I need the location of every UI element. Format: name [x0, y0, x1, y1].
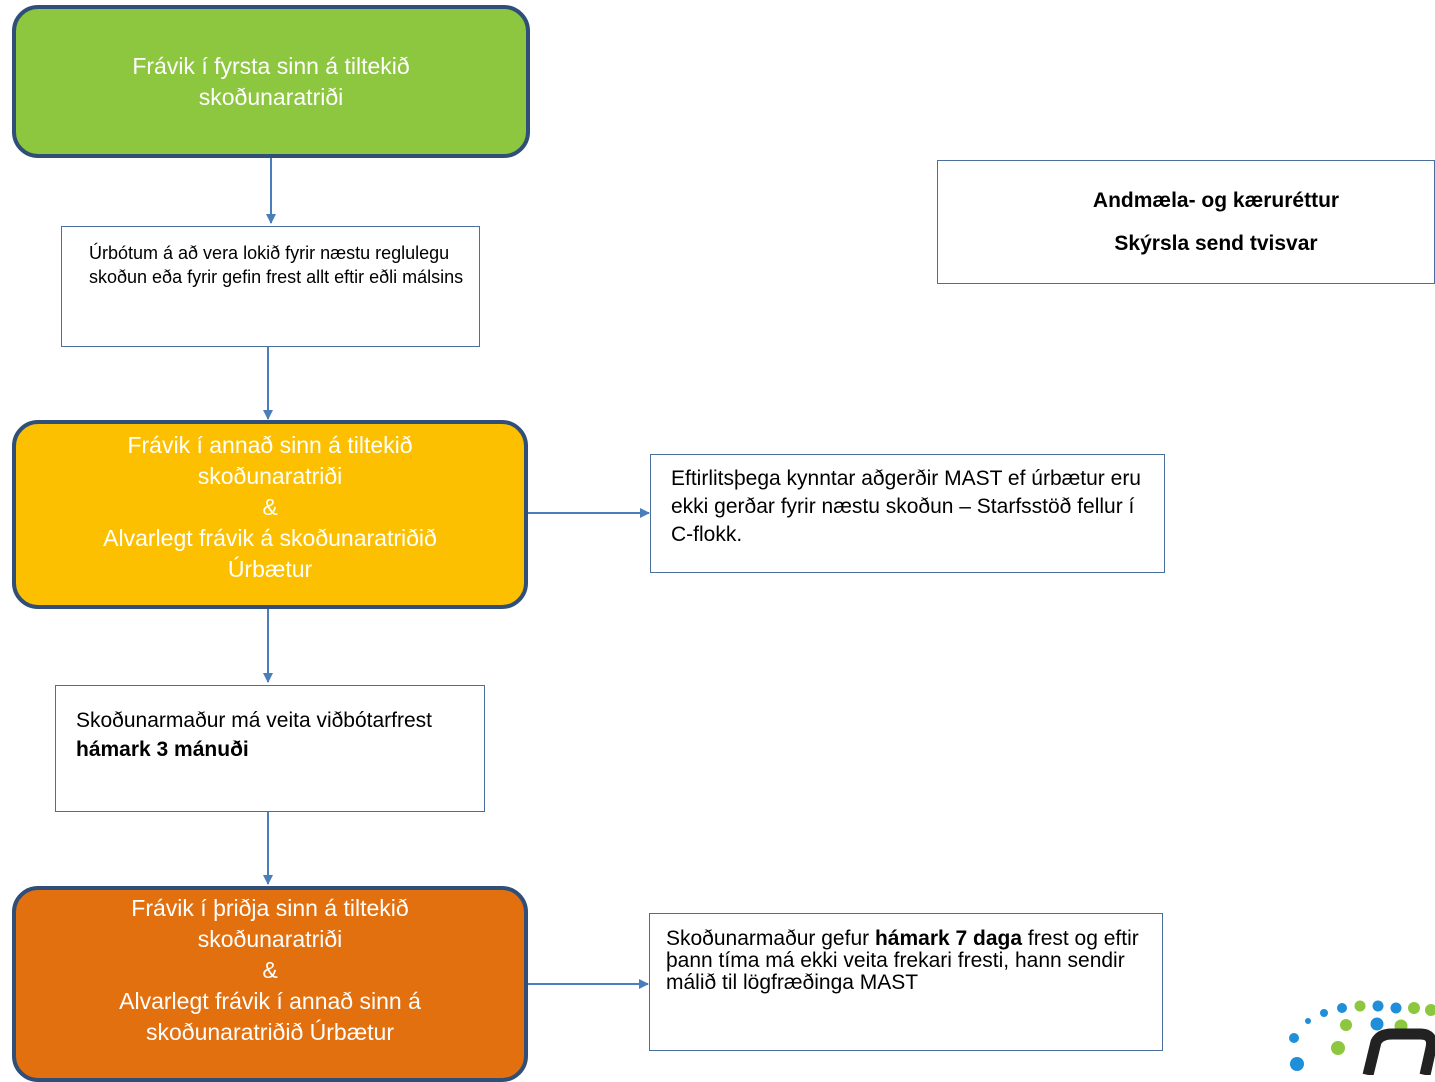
step2-box: Frávik í annað sinn á tiltekið skoðunara… [12, 420, 528, 609]
rights-line1: Andmæla- og kæruréttur [1092, 189, 1340, 212]
logo [1280, 1000, 1435, 1075]
step3-line2: skoðunaratriði [197, 926, 343, 952]
step3-ampersand: & [262, 957, 278, 983]
step2-line1: Frávik í annað sinn á tiltekið [127, 432, 413, 458]
step1-box: Frávik í fyrsta sinn á tiltekið skoðunar… [12, 5, 530, 158]
step2-ampersand: & [262, 494, 278, 520]
step3-line1: Frávik í þriðja sinn á tiltekið [131, 895, 409, 921]
note2-text: Skoðunarmaður má veita viðbótarfrest [76, 709, 433, 732]
note2-box: Skoðunarmaður má veita viðbótarfrest hám… [55, 685, 485, 812]
step2-line4: Úrbætur [227, 556, 313, 582]
step3-line4: skoðunaratriðið Úrbætur [145, 1019, 394, 1045]
note2-bold: hámark 3 mánuði [76, 738, 249, 761]
step2-line2: skoðunaratriði [197, 463, 343, 489]
side3-text-b: frest og eftir þann tíma má ekki veita f… [666, 927, 1139, 994]
side2-box: Eftirlitsþega kynntar aðgerðir MAST ef ú… [650, 454, 1165, 573]
note1-text: Úrbótum á að vera lokið fyrir næstu regl… [89, 243, 464, 287]
step3-line3: Alvarlegt frávik í annað sinn á [119, 988, 421, 1014]
step1-line1: Frávik í fyrsta sinn á tiltekið [132, 52, 410, 79]
side3-bold: hámark 7 daga [874, 927, 1023, 950]
step3-box: Frávik í þriðja sinn á tiltekið skoðunar… [12, 886, 528, 1082]
step1-line2: skoðunaratriði [198, 83, 344, 110]
step2-line3: Alvarlegt frávik á skoðunaratriðið [103, 525, 437, 551]
side3-box: Skoðunarmaður gefur hámark 7 daga frest … [649, 913, 1163, 1051]
side2-text: Eftirlitsþega kynntar aðgerðir MAST ef ú… [671, 467, 1141, 546]
rights-box: Andmæla- og kæruréttur Skýrsla send tvis… [937, 160, 1435, 284]
side3-text-a: Skoðunarmaður gefur [666, 927, 875, 950]
note1-box: Úrbótum á að vera lokið fyrir næstu regl… [61, 226, 480, 347]
rights-line2: Skýrsla send tvisvar [1114, 232, 1318, 255]
